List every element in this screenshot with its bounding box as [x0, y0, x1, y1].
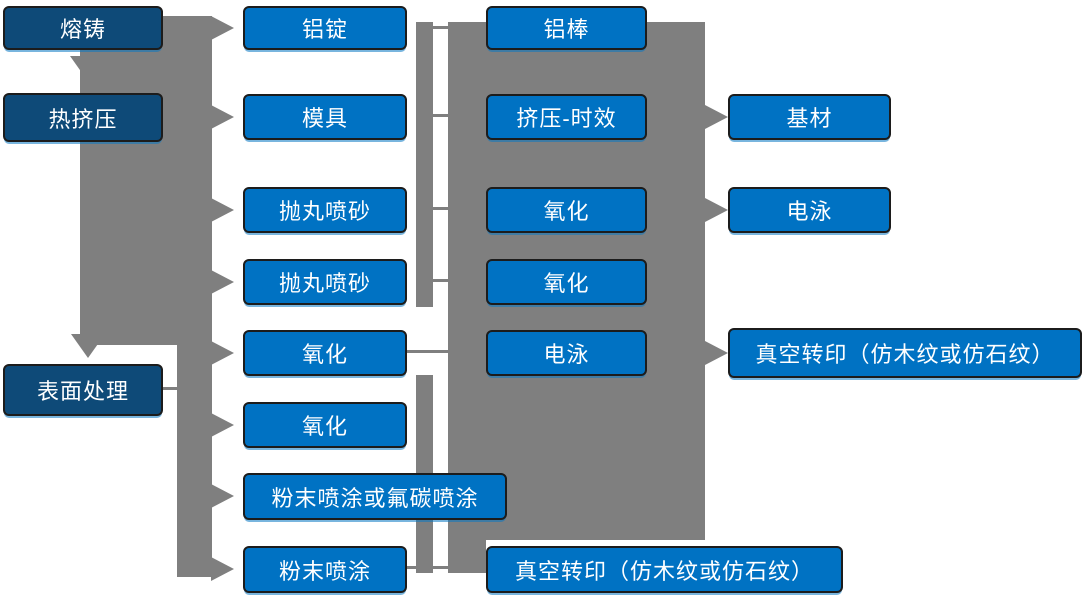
- arrowhead-to-aluminum-ingot: [211, 16, 234, 40]
- arrowhead-to-shot-blasting-1: [211, 198, 234, 222]
- node-electrophoresis-1: 电泳: [486, 330, 647, 376]
- connector-distribution-bar: [177, 16, 212, 577]
- node-vacuum-transfer-print-1: 真空转印（仿木纹或仿石纹）: [486, 546, 843, 593]
- arrowhead-down-to-hot-extrusion: [70, 56, 104, 80]
- node-powder-or-fluorocarbon-coating: 粉末喷涂或氟碳喷涂: [243, 473, 507, 520]
- node-oxidation-2: 氧化: [243, 402, 407, 448]
- connector-link-surface-treatment: [163, 387, 177, 390]
- node-oxidation-1: 氧化: [243, 330, 407, 376]
- node-surface-treatment: 表面处理: [3, 364, 163, 416]
- connector-block-extension: [448, 540, 486, 573]
- arrowhead-to-base-material: [705, 105, 728, 129]
- arrowhead-to-shot-blasting-2: [211, 270, 234, 294]
- connector-link-row-aluminum: [433, 26, 448, 29]
- node-aluminum-ingot: 铝锭: [243, 6, 407, 50]
- node-mold: 模具: [243, 94, 407, 140]
- node-shot-blasting-2: 抛丸喷砂: [243, 259, 407, 305]
- connector-link-row-shot-blasting-1: [433, 207, 448, 210]
- node-oxidation-3: 氧化: [486, 187, 647, 233]
- connector-link-row-mold: [433, 114, 448, 117]
- arrowhead-to-oxidation-1: [211, 341, 234, 365]
- node-aluminum-rod: 铝棒: [486, 6, 647, 50]
- connector-mid-bar-upper: [416, 22, 433, 307]
- connector-link-row-shot-blasting-2: [433, 279, 448, 282]
- arrowhead-to-vacuum-transfer-print-2: [705, 341, 728, 365]
- connector-link-oxidation-to-electrophoresis: [405, 350, 448, 353]
- arrowhead-to-powder-coating: [211, 557, 234, 581]
- node-base-material: 基材: [728, 94, 891, 140]
- arrowhead-to-powder-or-fluorocarbon-coating: [211, 484, 234, 508]
- node-melting-casting: 熔铸: [3, 6, 163, 50]
- node-hot-extrusion: 热挤压: [3, 93, 163, 142]
- node-shot-blasting-1: 抛丸喷砂: [243, 187, 407, 233]
- node-electrophoresis-2: 电泳: [728, 187, 891, 233]
- arrowhead-to-electrophoresis-2: [705, 198, 728, 222]
- connector-link-powder-to-vacuum: [405, 566, 448, 569]
- node-extrusion-aging: 挤压-时效: [486, 94, 647, 140]
- node-oxidation-4: 氧化: [486, 259, 647, 305]
- arrowhead-to-mold: [211, 105, 234, 129]
- arrowhead-to-oxidation-2: [211, 413, 234, 437]
- arrowhead-down-to-surface-treatment: [71, 334, 105, 358]
- node-vacuum-transfer-print-2: 真空转印（仿木纹或仿石纹）: [728, 328, 1082, 378]
- node-powder-coating: 粉末喷涂: [243, 546, 407, 593]
